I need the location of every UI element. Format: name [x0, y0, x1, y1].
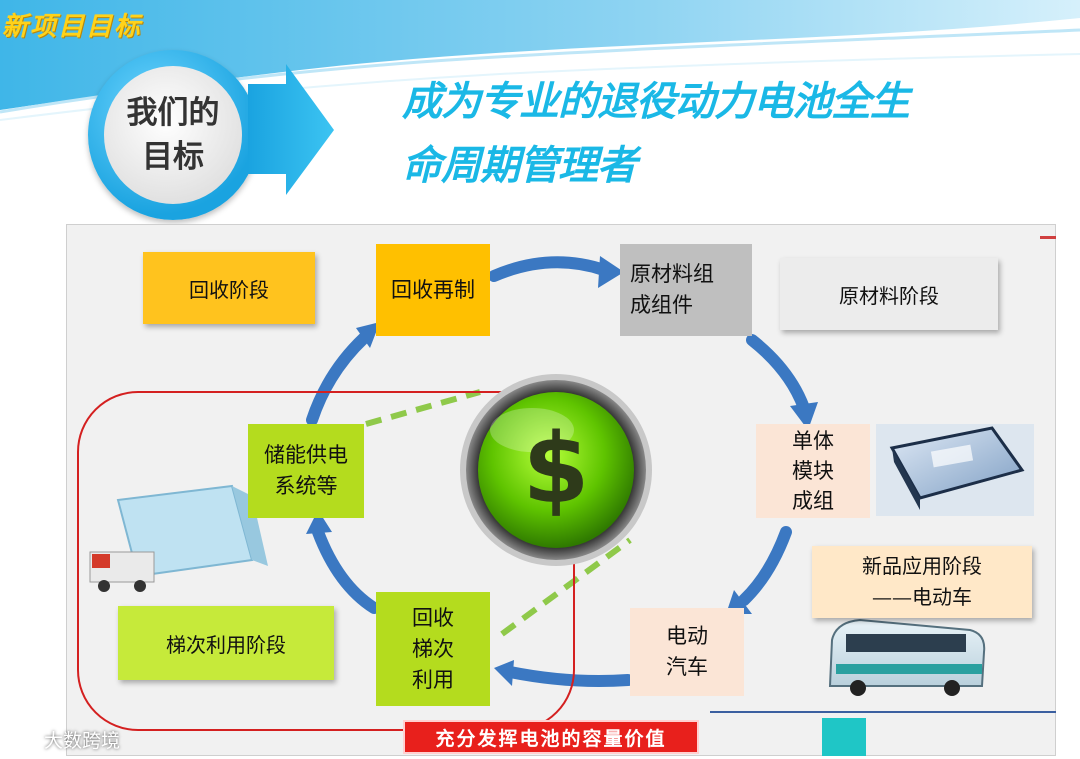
stage-cascade: 梯次利用阶段: [118, 606, 334, 680]
node-storage-line1: 储能供电: [264, 440, 348, 471]
node-ev-line1: 电动: [666, 621, 708, 652]
node-cell-module-line2: 模块: [792, 456, 834, 486]
battery-pack-image: [876, 424, 1034, 516]
node-raw-assembly-line1: 原材料组: [630, 259, 714, 290]
electric-bus-image: [830, 620, 984, 696]
arrow-raw-to-cell: [752, 340, 804, 408]
stage-new-product: 新品应用阶段 ——电动车: [812, 546, 1032, 618]
node-cascade-use: 回收 梯次 利用: [376, 592, 490, 706]
storage-truck-image: [90, 486, 268, 592]
node-storage-line2: 系统等: [275, 471, 338, 502]
node-ev-line2: 汽车: [666, 652, 708, 683]
arrow-storage-to-remanufacture: [312, 338, 364, 420]
watermark-text: 大数跨境: [44, 726, 120, 753]
stage-recycle: 回收阶段: [143, 252, 315, 324]
wechat-bubble-icon: [6, 728, 40, 752]
stage-raw-material-label: 原材料阶段: [839, 280, 939, 309]
node-cell-module-line3: 成组: [792, 486, 834, 516]
caption-bar: 充分发挥电池的容量价值: [403, 720, 699, 754]
node-cell-module-line1: 单体: [792, 426, 834, 456]
arrow-cell-to-ev: [744, 532, 786, 600]
node-remanufacture-label: 回收再制: [391, 275, 475, 306]
node-cell-module: 单体 模块 成组: [756, 424, 870, 518]
stage-new-product-line2: ——电动车: [872, 582, 972, 613]
arrow-remanufacture-to-raw: [494, 262, 604, 276]
watermark: 大数跨境: [6, 726, 120, 753]
node-cascade-use-line2: 梯次: [412, 634, 454, 665]
stage-raw-material: 原材料阶段: [780, 258, 998, 330]
node-storage: 储能供电 系统等: [248, 424, 364, 518]
node-raw-assembly: 原材料组 成组件: [620, 244, 752, 336]
arrow-ev-to-cascade: [510, 672, 628, 681]
stage-recycle-label: 回收阶段: [189, 274, 269, 303]
node-ev: 电动 汽车: [630, 608, 744, 696]
arrow-cascade-to-storage: [318, 532, 374, 608]
caption-text: 充分发挥电池的容量价值: [435, 724, 666, 751]
stage-new-product-line1: 新品应用阶段: [862, 551, 982, 582]
node-raw-assembly-line2: 成组件: [630, 290, 693, 321]
stage-cascade-label: 梯次利用阶段: [166, 629, 286, 658]
node-cascade-use-line1: 回收: [412, 603, 454, 634]
node-cascade-use-line3: 利用: [412, 665, 454, 696]
teal-marker-block: [822, 718, 866, 756]
node-remanufacture: 回收再制: [376, 244, 490, 336]
svg-text:$: $: [523, 413, 590, 525]
dollar-sign-icon: $: [460, 374, 652, 566]
